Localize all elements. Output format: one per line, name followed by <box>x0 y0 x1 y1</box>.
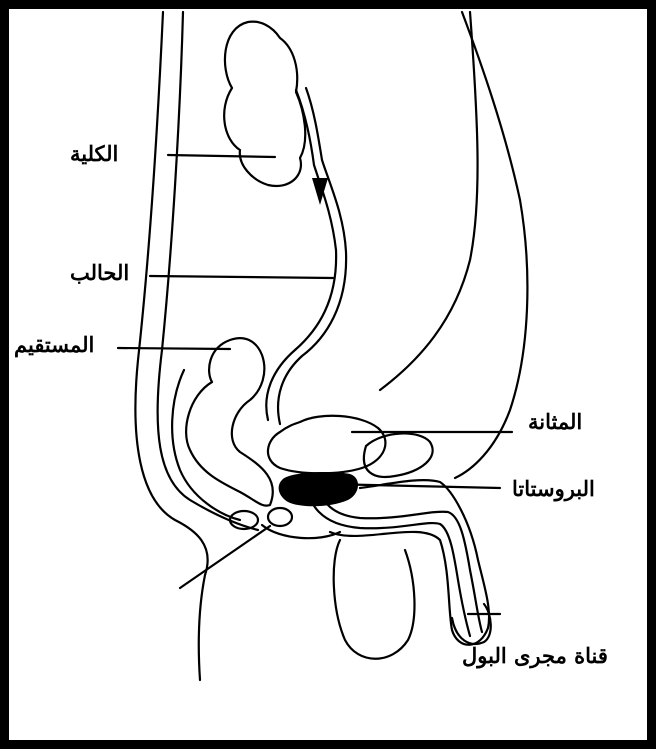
ureter-tube <box>266 90 336 420</box>
leader-ureter <box>150 276 333 278</box>
leader-unlabeled <box>180 526 270 588</box>
leader-kidney <box>168 155 275 157</box>
rectum-outer-curve <box>172 370 240 520</box>
leader-rectum <box>118 348 230 349</box>
bladder-label: المثانة <box>528 411 582 432</box>
pelvic-floor <box>262 525 340 538</box>
testis-shape <box>334 540 415 659</box>
rectum-label: المستقيم <box>14 334 94 355</box>
front-body-outline <box>455 12 527 478</box>
ureter-label: الحالب <box>70 262 129 283</box>
urethra-label: قناة مجرى البول <box>462 645 608 666</box>
gland-mid <box>268 508 292 526</box>
abdomen-inner-line <box>380 12 478 390</box>
seminal-vesicle <box>364 433 433 477</box>
glans <box>452 604 491 644</box>
rectum-shape <box>186 338 273 506</box>
kidney-label: الكلية <box>70 143 118 164</box>
kidney-shape <box>224 22 305 186</box>
back-outline <box>135 12 207 680</box>
back-inner-line <box>158 12 258 530</box>
prostate-label: البروستاتا <box>512 478 595 499</box>
